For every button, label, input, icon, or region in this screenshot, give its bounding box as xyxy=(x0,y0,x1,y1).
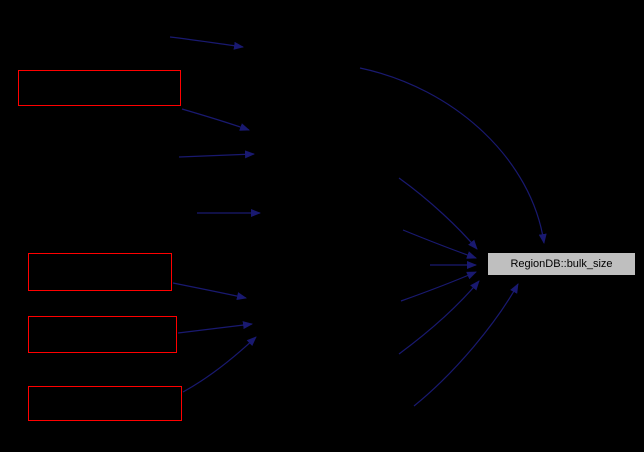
call-edge xyxy=(169,36,244,50)
call-edge xyxy=(398,280,480,355)
call-edge xyxy=(177,321,253,334)
caller-node-1[interactable] xyxy=(18,70,181,106)
target-node-label: RegionDB::bulk_size xyxy=(510,257,613,270)
call-edge xyxy=(398,177,478,250)
call-edge xyxy=(400,271,477,302)
call-edge xyxy=(181,108,250,131)
caller-node-4[interactable] xyxy=(28,386,182,421)
caller-node-3[interactable] xyxy=(28,316,177,353)
call-edge xyxy=(182,336,257,393)
call-edge xyxy=(402,229,477,259)
call-edge xyxy=(172,282,247,300)
target-node: RegionDB::bulk_size xyxy=(487,252,636,276)
caller-node-2[interactable] xyxy=(28,253,172,291)
call-edge xyxy=(178,150,255,159)
call-edge xyxy=(413,283,519,407)
call-edge xyxy=(359,67,547,244)
